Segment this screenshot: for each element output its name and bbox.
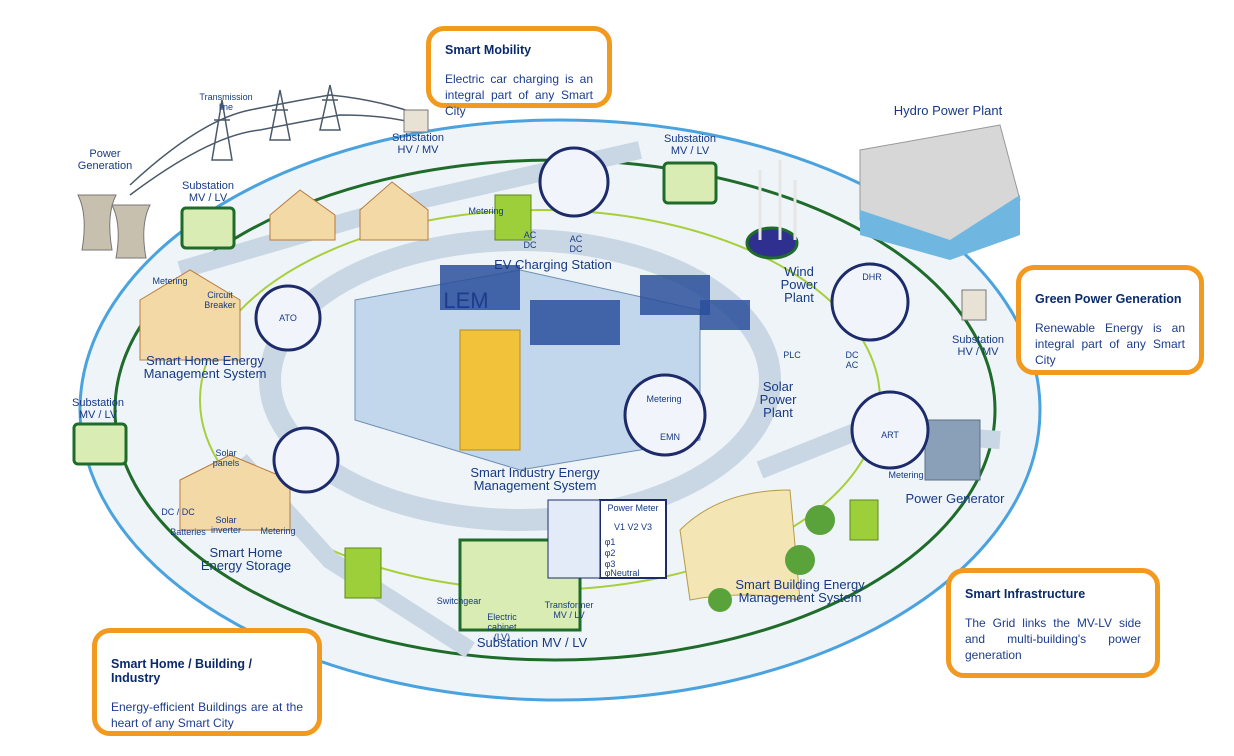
label-metering-storage: Metering [260,526,296,536]
label-solar-power-plant: Solar Power Plant [759,379,797,420]
callout-title: Smart Mobility [445,43,532,57]
smart-building [679,489,835,612]
callout-body: The Grid links the MV-LV side and multi-… [965,616,1141,662]
power-meter-panel [599,499,667,579]
callout-smart-infrastructure: Smart Infrastructure The Grid links the … [946,568,1160,678]
label-smart-home-ems: Smart Home Energy Management System [143,353,267,381]
label-wind-power-plant: Wind Power Plant [780,264,818,305]
label-electric-cabinet: Electric cabinet (LV) [487,612,517,642]
hydro-dam [859,124,1021,260]
label-phi1: φ1 [604,537,616,547]
label-substation-hv-mv-right: Substation HV / MV [952,334,1004,358]
label-smart-home-storage: Smart Home Energy Storage [200,545,292,573]
callout-body: Renewable Energy is an integral part of … [1035,321,1185,367]
label-solar-panels: Solar panels [212,448,240,468]
label-dc-ac: DC AC [845,350,859,370]
label-substation-mv-lv-topright: Substation MV / LV [664,133,716,157]
house [139,181,429,531]
label-power-generator: Power Generator [905,491,1005,506]
callout-title: Green Power Generation [1035,292,1182,306]
label-art: ART [881,430,899,440]
zoom-bubble [254,146,930,494]
label-transmission-line: Transmission line [199,92,253,112]
label-dhr: DHR [862,272,882,282]
meter-coils [547,499,601,579]
callout-body: Energy-efficient Buildings are at the he… [111,700,303,730]
label-ev-charging-station: EV Charging Station [494,257,612,272]
ev-charger [494,194,532,241]
power-plant [77,194,151,259]
label-batteries: Batteries [170,527,206,537]
label-substation-mv-lv-bottom: Substation MV / LV [476,635,588,650]
label-metering-ev: Metering [468,206,504,216]
callout-smart-mobility: Smart Mobility Electric car charging is … [426,26,612,118]
label-metering-home: Metering [152,276,188,286]
label-ac-dc: AC DC [523,230,537,250]
solar-park [640,275,750,330]
callout-title: Smart Home / Building / Industry [111,657,252,685]
label-hydro-power-plant: Hydro Power Plant [893,103,1003,118]
transmission-line [129,84,421,196]
label-v-labels: V1 V2 V3 [613,522,653,532]
ev-charger [849,499,879,541]
callout-smart-home-building: Smart Home / Building / Industry Energy-… [92,628,322,736]
label-metering-industry: Metering [646,394,682,404]
label-substation-mv-lv-topleft: Substation MV / LV [182,180,234,204]
callout-green-power: Green Power Generation Renewable Energy … [1016,265,1204,375]
label-substation-hv-mv-top: Substation HV / MV [392,132,444,156]
label-solar-inverter: Solar inverter [210,515,241,535]
callout-body: Electric car charging is an integral par… [445,72,593,118]
label-circuit-breaker: Circuit Breaker [204,290,236,310]
label-lem: LEM [443,288,489,313]
label-smart-building-ems: Smart Building Energy Management System [735,577,865,605]
substation-icon [72,109,987,466]
label-dc-ac-ev: AC DC [569,234,583,254]
label-dc-dc: DC / DC [161,507,195,517]
ev-charger [344,547,382,599]
label-substation-mv-lv-left: Substation MV / LV [72,397,124,421]
label-smart-industry-ems: Smart Industry Energy Management System [470,465,600,493]
label-power-meter: Power Meter [607,503,659,513]
label-metering-generator: Metering [888,470,924,480]
label-phi3: φ3 [604,559,616,569]
label-ato: ATO [279,313,297,323]
label-plc: PLC [783,350,801,360]
label-phi2: φ2 [604,548,616,558]
generator [924,419,981,481]
label-neutral: φNeutral [604,568,640,578]
industry-building [354,265,701,471]
label-switchgear: Switchgear [436,596,482,606]
label-power-generation: Power Generation [77,148,133,172]
callout-title: Smart Infrastructure [965,587,1086,601]
label-transformer: Transformer MV / LV [544,600,594,620]
wind-turbines [745,160,799,260]
label-emn: EMN [660,432,680,442]
